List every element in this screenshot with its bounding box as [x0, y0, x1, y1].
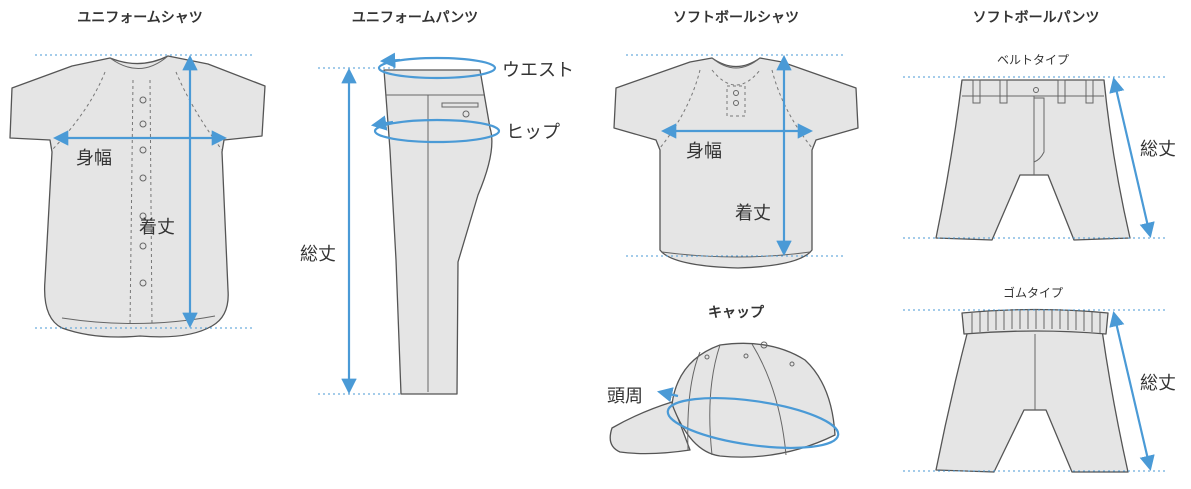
uniform-shirt-title: ユニフォームシャツ — [77, 10, 203, 26]
uniform-pants-title: ユニフォームパンツ — [352, 10, 478, 26]
softball-shirt-illustration — [613, 57, 859, 269]
belt-type-subtitle: ベルトタイプ — [997, 53, 1069, 67]
cap-head-circ-label: 頭周 — [607, 386, 643, 407]
cap-panel: キャップ 頭周 — [607, 305, 840, 458]
softball-pants-title: ソフトボールパンツ — [973, 10, 1100, 26]
uniform-pants-waist-ellipse — [377, 56, 497, 80]
rubber-pants-length-label: 総丈 — [1140, 373, 1176, 394]
softball-shirt-width-label: 身幅 — [686, 141, 722, 162]
softball-shirt-panel: ソフトボールシャツ 身幅 着丈 — [613, 10, 859, 269]
softball-shirt-length-label: 着丈 — [735, 203, 771, 224]
softball-pants-panel: ソフトボールパンツ ベルトタイプ 総丈 ゴムタイプ — [903, 10, 1176, 473]
uniform-pants-panel: ユニフォームパンツ ウエスト ヒップ 総丈 — [300, 10, 574, 395]
belt-type-pants-illustration — [935, 79, 1131, 241]
rubber-type-subtitle: ゴムタイプ — [1003, 285, 1063, 300]
uniform-pants-waist-label: ウエスト — [502, 60, 574, 81]
uniform-pants-hip-label: ヒップ — [506, 122, 560, 143]
rubber-type-pants-illustration — [935, 308, 1129, 473]
rubber-pants-length-arrow — [1109, 311, 1155, 471]
belt-pants-length-label: 総丈 — [1140, 139, 1176, 160]
uniform-pants-illustration — [383, 69, 493, 395]
uniform-shirt-panel: ユニフォームシャツ 身幅 着丈 — [9, 10, 266, 338]
softball-shirt-title: ソフトボールシャツ — [673, 10, 799, 26]
uniform-shirt-length-label: 着丈 — [139, 217, 175, 238]
uniform-pants-length-label: 総丈 — [300, 244, 336, 265]
belt-pants-length-arrow — [1109, 76, 1155, 239]
cap-head-circ-ellipse — [666, 397, 840, 449]
cap-title: キャップ — [708, 305, 765, 321]
uniform-pants-hip-ellipse — [373, 118, 501, 144]
uniform-shirt-width-label: 身幅 — [76, 148, 112, 169]
uniform-shirt-illustration — [9, 55, 266, 338]
